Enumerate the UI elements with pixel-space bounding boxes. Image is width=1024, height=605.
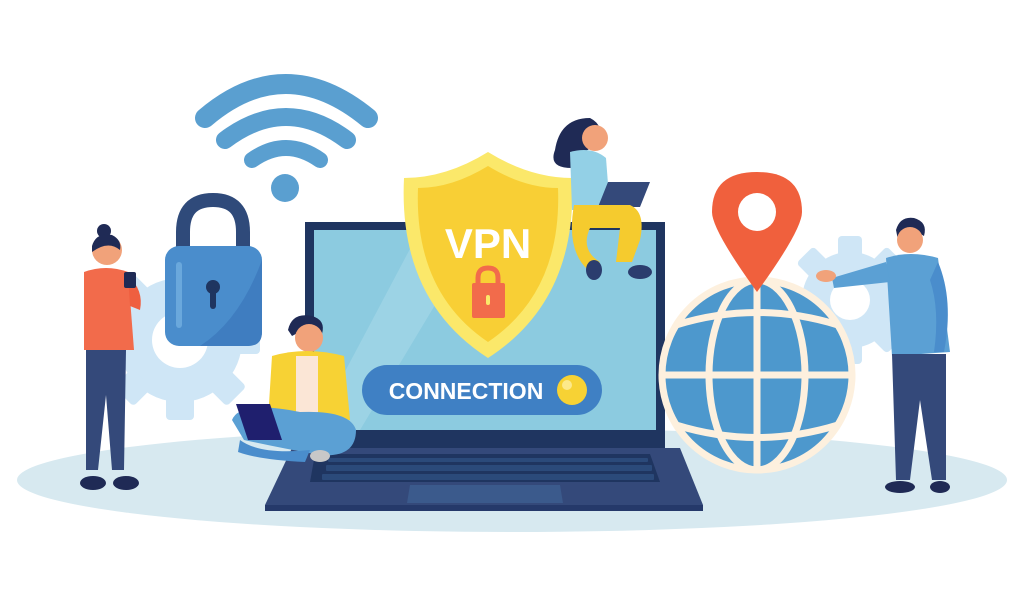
wifi-icon bbox=[195, 74, 378, 202]
location-pin-icon bbox=[712, 172, 802, 292]
laptop-small bbox=[236, 404, 282, 440]
shield-icon: VPN bbox=[403, 152, 573, 358]
woman-sitting-on-laptop bbox=[553, 118, 652, 280]
vpn-label: VPN bbox=[445, 220, 531, 267]
status-dot-icon bbox=[557, 375, 587, 405]
man-presenting-globe bbox=[816, 217, 950, 493]
trackpad bbox=[407, 485, 563, 503]
globe-icon bbox=[658, 276, 856, 474]
padlock-icon bbox=[165, 192, 262, 346]
man-sitting-with-laptop bbox=[232, 315, 356, 462]
connection-button[interactable]: CONNECTION bbox=[362, 365, 602, 415]
woman-with-phone bbox=[80, 224, 141, 490]
connection-label: CONNECTION bbox=[389, 378, 544, 404]
